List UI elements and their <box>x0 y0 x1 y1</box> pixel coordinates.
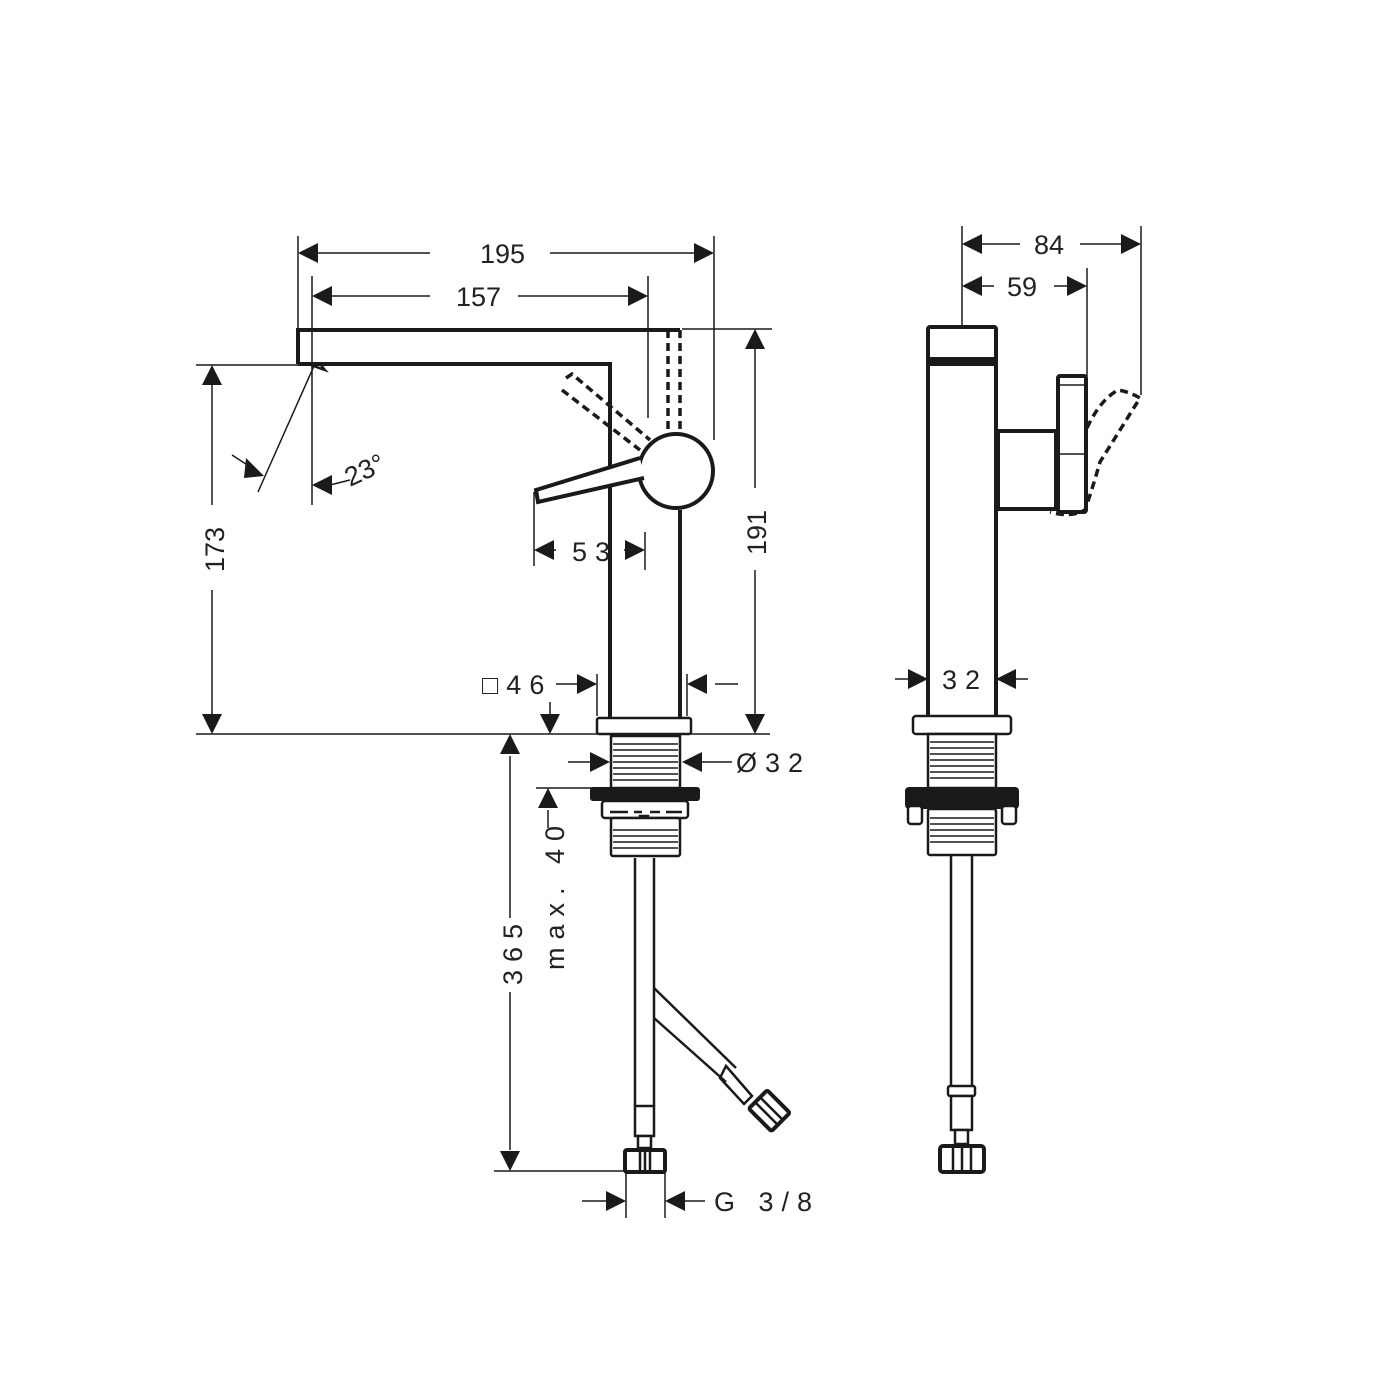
supply-hose-vertical <box>623 858 667 1174</box>
dim-handle-depth: 59 <box>962 272 1087 302</box>
base-plate <box>595 716 693 736</box>
side-handle-hub <box>996 429 1058 511</box>
side-threaded-shank-lower <box>926 807 998 857</box>
dim-label-173: 173 <box>200 527 230 572</box>
lever-alt-position-vertical <box>666 330 682 432</box>
side-handle-lever <box>1056 374 1088 514</box>
dim-spout-reach: 157 <box>312 282 648 312</box>
side-supply-hose <box>938 856 986 1174</box>
dim-label-g38: G 3/8 <box>714 1187 820 1217</box>
dim-label-191: 191 <box>742 510 772 555</box>
side-fixing-nut <box>905 787 1019 826</box>
dim-base-square: □46 <box>482 670 738 734</box>
dim-lever-length: 53 <box>534 537 645 567</box>
dim-overall-depth: 84 <box>962 230 1141 260</box>
dim-label-square46: □46 <box>482 670 552 700</box>
side-view: 84 59 32 <box>895 226 1143 1174</box>
dim-spout-height: 173 <box>200 365 230 734</box>
front-view: 195 157 <box>196 236 820 1218</box>
dim-hose-length: 365 <box>498 734 528 1171</box>
dim-counter-thickness: max. 40 <box>538 788 570 970</box>
dim-overall-height: 191 <box>742 329 772 734</box>
spout <box>296 328 680 720</box>
dim-label-157: 157 <box>456 282 501 312</box>
lever-hub <box>637 432 715 510</box>
dim-overall-reach: 195 <box>298 239 714 269</box>
dim-label-53: 53 <box>572 537 618 567</box>
dim-label-32: 32 <box>942 665 988 695</box>
dim-label-23deg: 23° <box>340 448 390 492</box>
dim-label-59: 59 <box>1007 272 1037 302</box>
threaded-shank-lower <box>609 816 682 858</box>
lever-handle <box>533 456 645 505</box>
dim-label-365: 365 <box>498 916 528 985</box>
side-base-plate <box>911 714 1013 736</box>
dim-thread-diameter: Ø32 <box>568 748 811 778</box>
side-threaded-shank <box>926 732 998 790</box>
dim-label-max40: max. 40 <box>540 818 570 970</box>
dim-label-195: 195 <box>480 239 525 269</box>
supply-hose-diagonal <box>653 987 791 1133</box>
dim-label-84: 84 <box>1034 230 1064 260</box>
side-body <box>926 325 998 721</box>
dim-label-dia32: Ø32 <box>736 748 811 778</box>
dim-connection-thread: G 3/8 <box>582 1187 820 1217</box>
threaded-shank <box>609 734 682 790</box>
side-handle-alt-position <box>1049 388 1143 517</box>
lever-alt-position-diagonal <box>560 371 652 452</box>
dim-body-width: 32 <box>895 665 1028 695</box>
dim-spout-angle: 23° <box>231 365 390 495</box>
